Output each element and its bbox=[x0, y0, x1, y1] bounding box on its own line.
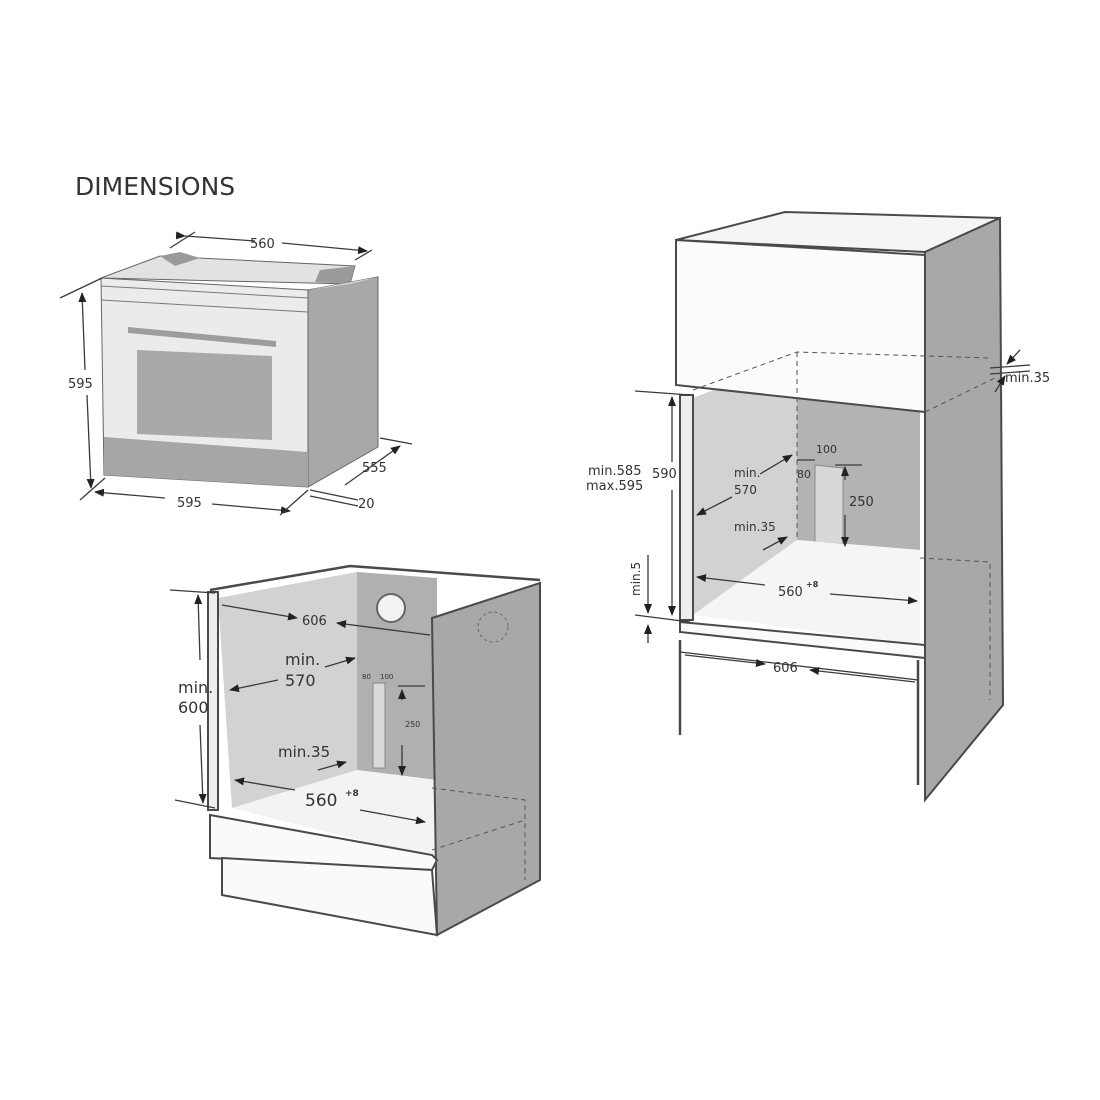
dim-560-tolerance: +8 bbox=[806, 580, 819, 589]
dim-min-585: min.585 bbox=[588, 464, 641, 479]
dim-100: 100 bbox=[380, 673, 393, 681]
dim-100: 100 bbox=[816, 443, 837, 456]
dim-min-600-label: min. bbox=[178, 678, 213, 697]
dim-min-570-label: min. bbox=[734, 466, 760, 480]
dim-570: 570 bbox=[734, 483, 757, 497]
dim-250: 250 bbox=[849, 495, 874, 510]
dim-min-5: min.5 bbox=[629, 562, 643, 596]
oven-window bbox=[137, 350, 272, 440]
tall-cabinet bbox=[675, 210, 1005, 803]
dim-560: 560 bbox=[250, 237, 275, 252]
dim-606: 606 bbox=[302, 614, 327, 629]
dim-top-min-35: min.35 bbox=[1005, 371, 1050, 386]
dim-min-570-label: min. bbox=[285, 650, 320, 669]
dim-max-595: max.595 bbox=[586, 479, 643, 494]
dim-590: 590 bbox=[652, 467, 677, 482]
oven-drawing bbox=[100, 252, 379, 488]
dim-600: 600 bbox=[178, 698, 209, 717]
dim-80: 80 bbox=[362, 673, 371, 681]
dim-595-width: 595 bbox=[177, 496, 202, 511]
dim-606: 606 bbox=[773, 661, 798, 676]
dim-min-35: min.35 bbox=[734, 520, 776, 534]
under-counter-cabinet bbox=[207, 564, 541, 937]
oven-dimensions: 560 595 595 555 20 bbox=[59, 231, 413, 516]
dim-250: 250 bbox=[405, 720, 420, 729]
dim-560: 560 bbox=[305, 791, 337, 811]
dim-555: 555 bbox=[362, 461, 387, 476]
tall-cabinet-dimensions: min.35 min.585 max.595 590 min.5 min. 57… bbox=[586, 349, 1050, 683]
dim-595-height: 595 bbox=[68, 377, 93, 392]
dim-560: 560 bbox=[778, 585, 803, 600]
dim-570: 570 bbox=[285, 671, 316, 690]
under-counter-dimensions: min. 600 606 min. 570 80 100 250 min.35 … bbox=[169, 589, 431, 825]
dim-560-tolerance: +8 bbox=[345, 789, 359, 799]
dim-min-35: min.35 bbox=[278, 743, 330, 761]
page-title: DIMENSIONS bbox=[75, 172, 235, 201]
dim-20: 20 bbox=[358, 497, 375, 512]
dim-80: 80 bbox=[797, 468, 811, 481]
